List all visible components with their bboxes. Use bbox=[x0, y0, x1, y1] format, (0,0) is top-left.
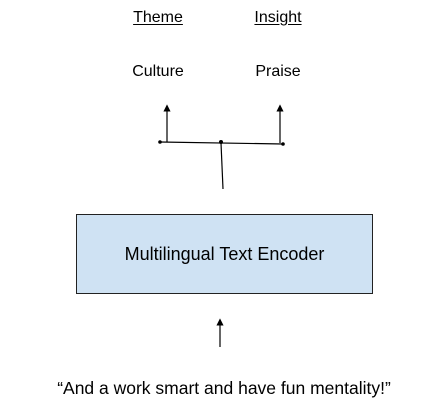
theme-output-label: Culture bbox=[132, 63, 184, 80]
text-encoder-box: Multilingual Text Encoder bbox=[76, 214, 373, 294]
encoder-to-branch-line bbox=[220, 142, 224, 190]
branch-left-end bbox=[158, 140, 162, 144]
input-sentence: “And a work smart and have fun mentality… bbox=[57, 378, 391, 398]
branch-right-end bbox=[281, 142, 285, 146]
branch-horizontal-line bbox=[159, 141, 284, 145]
theme-header: Theme bbox=[133, 9, 183, 26]
insight-header: Insight bbox=[254, 9, 302, 26]
insight-output-label: Praise bbox=[255, 63, 301, 80]
text-encoder-label: Multilingual Text Encoder bbox=[124, 243, 325, 264]
